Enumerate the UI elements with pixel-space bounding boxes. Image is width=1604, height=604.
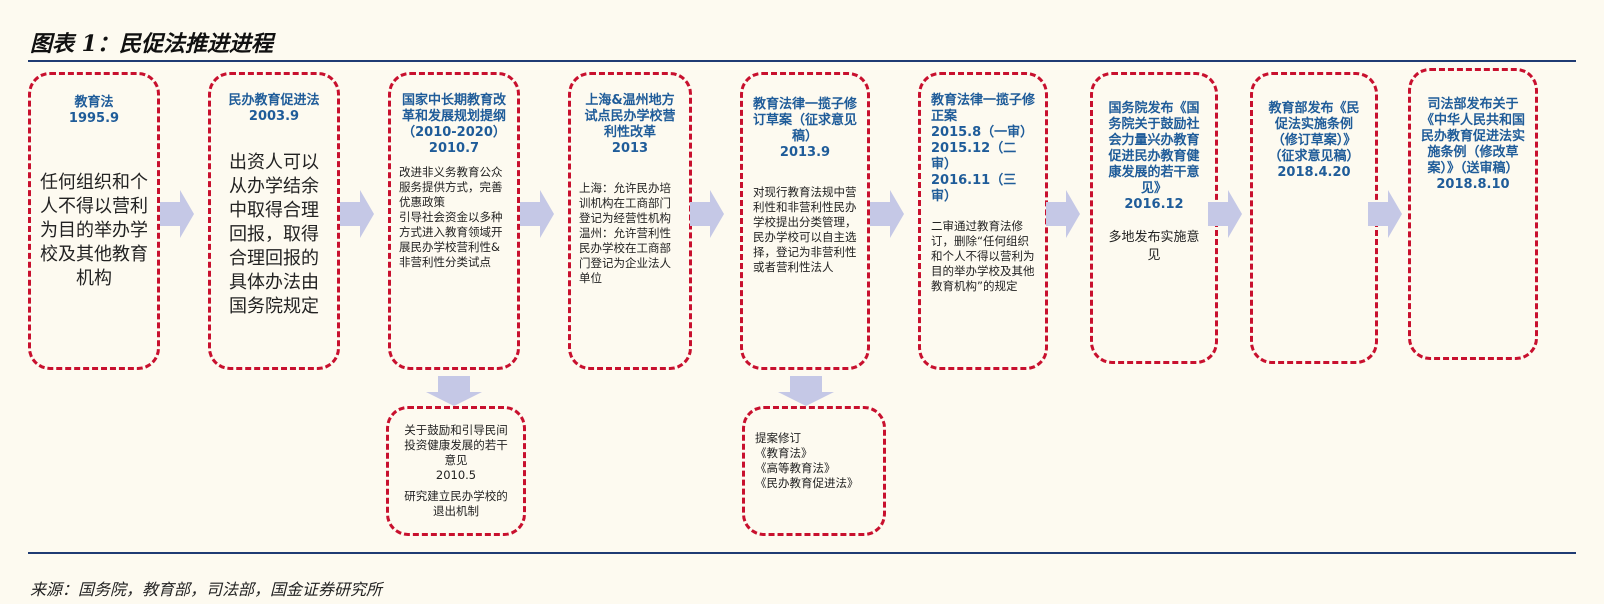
step-6-date: 2015.8（一审） 2015.12（二审） 2016.11（三审）: [931, 125, 1034, 204]
step-box-1: 教育法 1995.9 任何组织和个人不得以营利为目的举办学校及其他教育机构: [28, 72, 160, 370]
arrow-down-2: [778, 376, 834, 406]
step-2-heading: 民办教育促进法 2003.9: [221, 93, 327, 125]
arrow-right-6: [1046, 190, 1080, 238]
sub-box-1-date: 2010.5: [435, 468, 477, 482]
step-box-3: 国家中长期教育改革和发展规划提纲（2010-2020） 2010.7 改进非义务…: [388, 72, 520, 370]
step-8-title: 教育部发布《民促法实施条例（修订草案）》（征求意见稿）: [1268, 101, 1360, 164]
step-3-description: 改进非义务教育公众服务提供方式，完善优惠政策 引导社会资金以多种方式进入教育领域…: [399, 165, 503, 269]
step-box-4: 上海&温州地方试点民办学校营利性改革 2013 上海：允许民办培训机构在工商部门…: [568, 72, 692, 370]
step-5-heading: 教育法律一揽子修订草案（征求意见稿） 2013.9: [753, 97, 857, 161]
step-1-description: 任何组织和个人不得以营利为目的举办学校及其他教育机构: [40, 172, 148, 289]
step-5-title: 教育法律一揽子修订草案（征求意见稿）: [753, 97, 858, 144]
step-box-5: 教育法律一揽子修订草案（征求意见稿） 2013.9 对现行教育法规中营利性和非营…: [740, 72, 870, 370]
step-3-date: 2010.7: [428, 141, 480, 156]
step-6-description: 二审通过教育法修订，删除“任何组织和个人不得以营利为目的举办学校及其他教育机构”…: [931, 219, 1035, 293]
step-4-heading: 上海&温州地方试点民办学校营利性改革 2013: [579, 93, 681, 157]
step-2-title: 民办教育促进法: [228, 93, 320, 108]
step-4-title: 上海&温州地方试点民办学校营利性改革: [584, 93, 676, 140]
step-7-heading: 国务院发布《国务院关于鼓励社会力量兴办教育促进民办教育健康发展的若干意见》 20…: [1103, 101, 1205, 213]
step-1-title: 教育法: [74, 95, 114, 110]
figure-source: 来源：国务院，教育部，司法部，国金证券研究所: [30, 580, 383, 599]
arrow-right-1: [160, 190, 194, 238]
step-8-heading: 教育部发布《民促法实施条例（修订草案）》（征求意见稿） 2018.4.20: [1263, 101, 1365, 181]
arrow-right-8: [1368, 190, 1402, 238]
arrow-right-3: [520, 190, 554, 238]
step-6-title: 教育法律一揽子修正案: [931, 93, 1036, 124]
step-7-date: 2016.12: [1124, 197, 1184, 212]
step-2-date: 2003.9: [248, 109, 300, 124]
arrow-right-5: [870, 190, 904, 238]
step-4-date: 2013: [611, 141, 649, 156]
step-7-description: 多地发布实施意见: [1108, 230, 1200, 263]
sub-box-2-list: 《教育法》 《高等教育法》 《民办教育促进法》: [755, 446, 859, 490]
step-6-heading: 教育法律一揽子修正案 2015.8（一审） 2015.12（二审） 2016.1…: [931, 93, 1035, 205]
step-box-2: 民办教育促进法 2003.9 出资人可以从办学结余中取得合理回报，取得合理回报的…: [208, 72, 340, 370]
step-box-8: 教育部发布《民促法实施条例（修订草案）》（征求意见稿） 2018.4.20: [1250, 72, 1378, 364]
step-box-7: 国务院发布《国务院关于鼓励社会力量兴办教育促进民办教育健康发展的若干意见》 20…: [1090, 72, 1218, 364]
bottom-rule: [28, 552, 1576, 554]
step-9-date: 2018.8.10: [1436, 177, 1510, 192]
step-2-description: 出资人可以从办学结余中取得合理回报，取得合理回报的具体办法由国务院规定: [229, 152, 319, 317]
arrow-right-4: [690, 190, 724, 238]
step-5-description: 对现行教育法规中营利性和非营利性民办学校提出分类管理，民办学校可以自主选择，登记…: [753, 185, 857, 274]
step-3-heading: 国家中长期教育改革和发展规划提纲（2010-2020） 2010.7: [399, 93, 509, 157]
step-9-heading: 司法部发布关于《中华人民共和国民办教育促进法实施条例（修改草案）》（送审稿） 2…: [1421, 97, 1525, 193]
step-3-title: 国家中长期教育改革和发展规划提纲（2010-2020）: [401, 93, 506, 140]
arrow-right-2: [340, 190, 374, 238]
step-box-9: 司法部发布关于《中华人民共和国民办教育促进法实施条例（修改草案）》（送审稿） 2…: [1408, 68, 1538, 360]
step-9-title: 司法部发布关于《中华人民共和国民办教育促进法实施条例（修改草案）》（送审稿）: [1421, 97, 1526, 176]
step-box-6: 教育法律一揽子修正案 2015.8（一审） 2015.12（二审） 2016.1…: [918, 72, 1048, 370]
arrow-down-1: [426, 376, 482, 406]
top-rule: [28, 60, 1576, 62]
step-5-date: 2013.9: [779, 145, 831, 160]
step-1-heading: 教育法 1995.9: [39, 95, 149, 127]
sub-box-2-title: 提案修订: [755, 431, 801, 445]
arrow-right-7: [1208, 190, 1242, 238]
figure-title: 图表 1：民促法推进进程: [30, 31, 273, 57]
sub-box-1-description: 研究建立民办学校的退出机制: [404, 489, 508, 518]
step-4-description: 上海：允许民办培训机构在工商部门登记为经营性机构 温州：允许营利性民办学校在工商…: [579, 181, 671, 285]
step-7-title: 国务院发布《国务院关于鼓励社会力量兴办教育促进民办教育健康发展的若干意见》: [1108, 101, 1200, 196]
step-1-date: 1995.9: [68, 111, 120, 126]
sub-box-1: 关于鼓励和引导民间投资健康发展的若干意见 2010.5 研究建立民办学校的退出机…: [386, 406, 526, 536]
step-8-date: 2018.4.20: [1277, 165, 1351, 180]
sub-box-2: 提案修订 《教育法》 《高等教育法》 《民办教育促进法》: [742, 406, 886, 536]
sub-box-1-title: 关于鼓励和引导民间投资健康发展的若干意见: [404, 423, 508, 467]
